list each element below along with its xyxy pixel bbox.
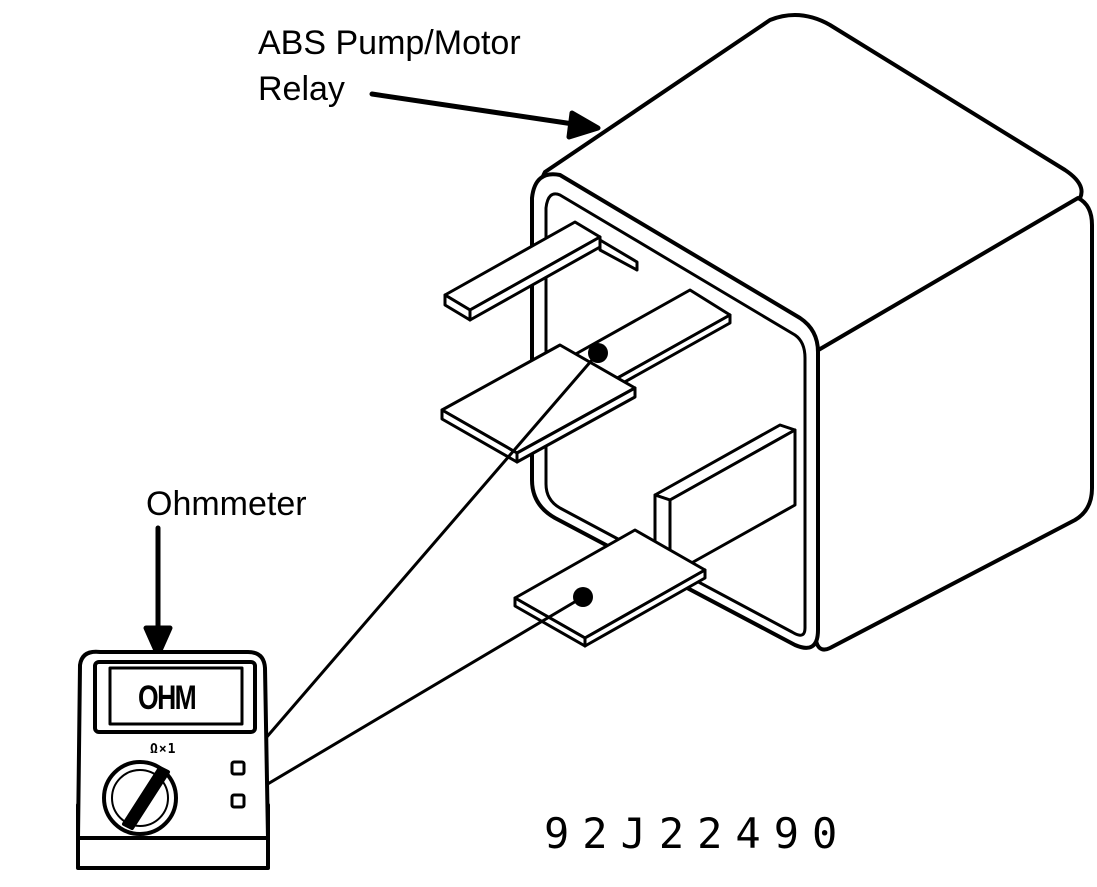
relay-arrow — [369, 91, 601, 140]
ohmmeter-display — [108, 666, 244, 726]
terminal-middle-left — [440, 343, 637, 464]
ohmmeter — [76, 649, 270, 870]
ohmmeter-jack-lower — [230, 793, 246, 809]
test-leads — [238, 351, 600, 800]
ohmmeter-label: Ohmmeter — [146, 485, 307, 523]
terminal-vertical — [653, 423, 797, 577]
relay-label-line2: Relay — [258, 70, 345, 108]
ohmmeter-display-text: OHM — [138, 679, 197, 717]
ohmmeter-dial-pointer — [122, 766, 170, 830]
terminal-top-left — [443, 220, 639, 322]
relay-label-line1: ABS Pump/Motor — [258, 24, 521, 62]
ohmmeter-jack-upper — [230, 760, 246, 776]
ohmmeter-arrow — [143, 525, 173, 658]
ohmmeter-dial-marks: Ω×1 — [150, 742, 177, 757]
figure-code: 92J22490 — [544, 809, 851, 858]
relay-side-face — [813, 196, 1094, 652]
terminal-bottom — [513, 528, 707, 648]
